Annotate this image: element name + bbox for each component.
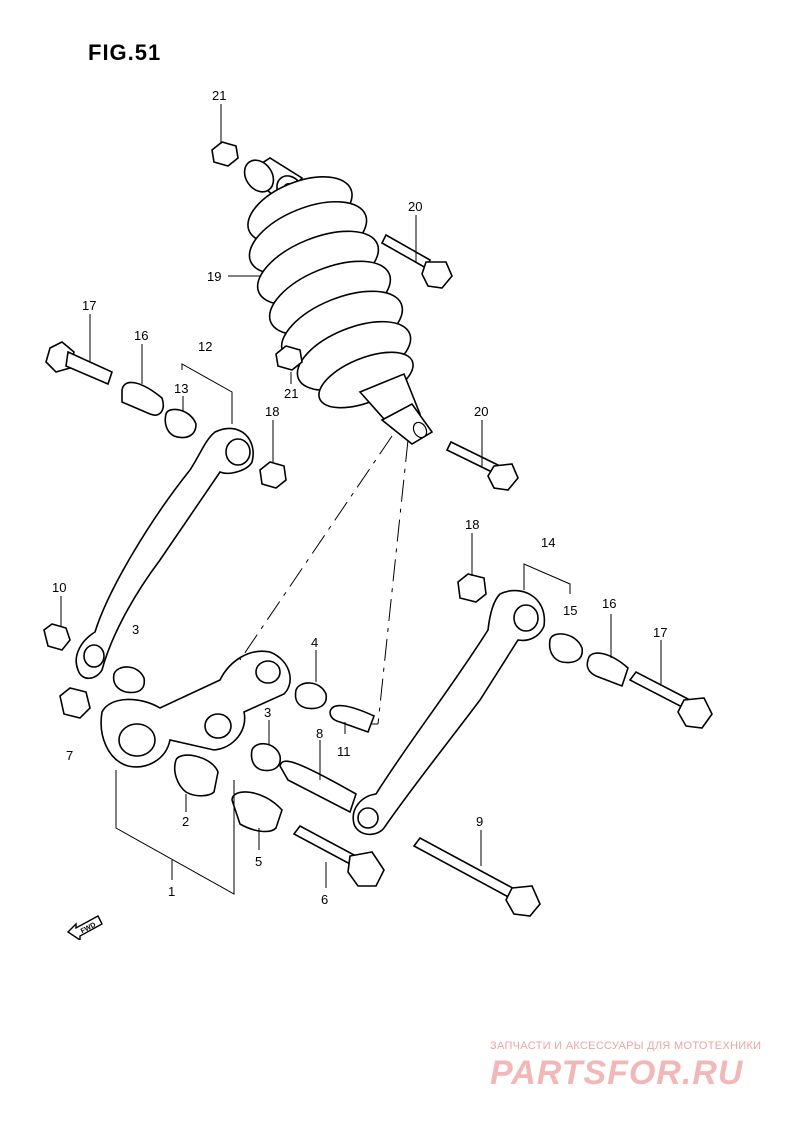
bearing-3-lower — [250, 743, 282, 772]
label-1: 1 — [168, 884, 175, 899]
label-12: 12 — [198, 339, 212, 354]
cushion-rod-12 — [75, 427, 254, 680]
bolt-17-right — [628, 670, 713, 729]
label-16-right: 16 — [602, 596, 616, 611]
label-18-left: 18 — [265, 404, 279, 419]
label-21-mid: 21 — [284, 386, 298, 401]
spacer-11 — [329, 704, 376, 734]
label-18-right: 18 — [465, 517, 479, 532]
figure-title: FIG.51 — [88, 40, 162, 65]
spacer-5 — [231, 791, 283, 833]
bearing-15 — [548, 633, 584, 664]
bolt-9 — [412, 836, 541, 917]
nut-18-left — [259, 461, 287, 489]
label-6: 6 — [321, 892, 328, 907]
nut-21-top — [211, 141, 239, 167]
label-20-upper: 20 — [408, 199, 422, 214]
fwd-arrow-icon: FWD — [66, 915, 103, 940]
label-3-lower: 3 — [264, 705, 271, 720]
bolt-20-lower — [445, 440, 519, 491]
label-5: 5 — [255, 854, 262, 869]
label-10: 10 — [52, 580, 66, 595]
fwd-label: FWD — [80, 922, 97, 936]
bearing-13 — [164, 408, 197, 439]
nut-10 — [43, 623, 71, 651]
label-17-left: 17 — [82, 298, 96, 313]
bolt-6 — [292, 824, 385, 887]
label-9: 9 — [476, 814, 483, 829]
label-16-left: 16 — [134, 328, 148, 343]
nut-7 — [59, 687, 91, 719]
cushion-rod-14 — [352, 589, 546, 836]
label-8: 8 — [316, 726, 323, 741]
label-17-right: 17 — [653, 625, 667, 640]
label-21-top: 21 — [212, 88, 226, 103]
bearing-4 — [294, 682, 328, 710]
bearing-3-upper — [112, 666, 146, 694]
label-14: 14 — [541, 535, 555, 550]
nut-21-mid — [275, 345, 303, 371]
bearing-2 — [173, 754, 219, 797]
label-13: 13 — [174, 381, 188, 396]
spacer-8 — [279, 760, 357, 814]
label-19: 19 — [207, 269, 221, 284]
label-20-lower: 20 — [474, 404, 488, 419]
bolt-20-upper — [380, 233, 453, 289]
shock-absorber-19 — [243, 157, 434, 445]
spacer-16-right — [586, 652, 629, 688]
label-2: 2 — [182, 814, 189, 829]
bolt-17-left — [45, 341, 113, 386]
label-3-upper: 3 — [132, 622, 139, 637]
label-11: 11 — [337, 744, 351, 759]
label-15: 15 — [563, 603, 577, 618]
cushion-lever-1 — [100, 650, 291, 768]
watermark-logo: PARTSFOR.RU — [490, 1054, 744, 1092]
label-4: 4 — [311, 635, 318, 650]
spacer-16-left — [121, 381, 165, 416]
nut-18-right — [457, 573, 487, 603]
label-7: 7 — [66, 748, 73, 763]
watermark-tagline: ЗАПЧАСТИ И АКСЕССУАРЫ ДЛЯ МОТОТЕХНИКИ — [490, 1040, 762, 1052]
